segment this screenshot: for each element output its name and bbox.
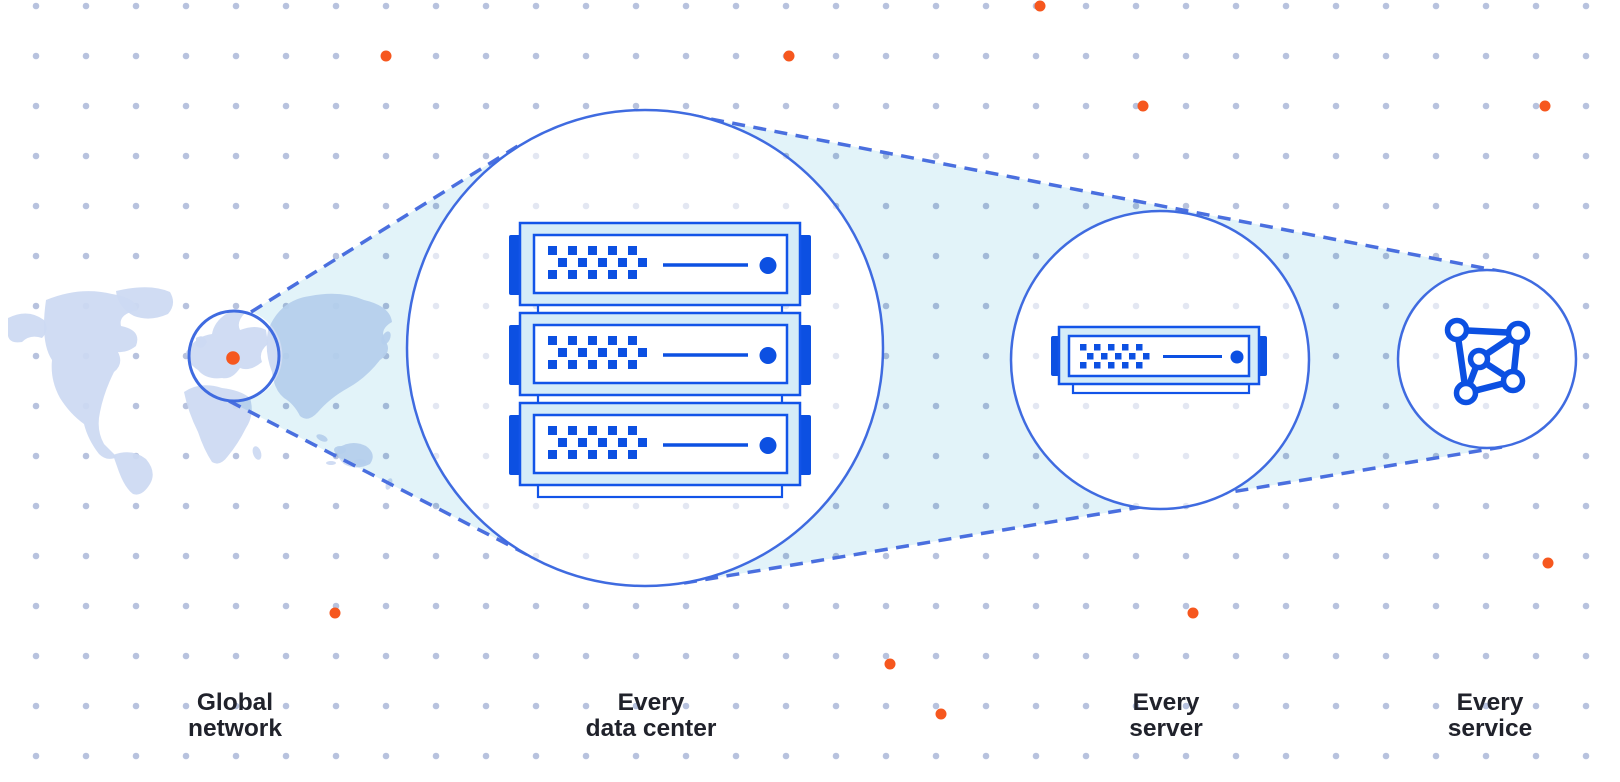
accent-dot [1034,0,1046,12]
label-server-line1: Every [1133,689,1200,716]
accent-dot [380,50,392,62]
accent-dot [1542,557,1554,569]
continent-alaska [8,313,47,343]
label-global-network-line1: Global [197,689,273,716]
continent-south-america [113,452,153,495]
dash-right-top [689,113,1505,274]
server-icon [1051,325,1267,395]
dash-right-bottom [683,445,1503,585]
label-data-center-line2: data center [586,715,717,742]
network-location-dot [226,351,240,365]
global-network-circle [187,309,281,403]
service-circle [1396,268,1578,450]
server-unit-2 [507,311,813,409]
continent-madagascar [252,446,262,460]
accent-dot [935,708,947,720]
server-circle [1009,209,1311,511]
accent-dot [1539,100,1551,112]
accent-dots [329,0,1554,720]
label-service-line2: service [1448,715,1532,742]
continent-north-america [44,291,138,459]
accent-dot [1187,607,1199,619]
dash-map-bottom [228,399,537,561]
accent-dot [884,658,896,670]
accent-dot [783,50,795,62]
network-graph-icon [1444,317,1531,406]
server-rack-icon [507,221,813,499]
dash-map-top [250,142,522,314]
label-server-line2: server [1129,715,1203,742]
island-java [326,461,336,465]
accent-dot [329,607,341,619]
label-data-center-line1: Every [618,689,685,716]
label-global-network-line2: network [188,715,282,742]
label-service-line1: Every [1457,689,1524,716]
stage-labels: Global network Every data center Every s… [188,689,1532,742]
drive-led-matrix-icon [1080,344,1150,369]
server-unit-3 [507,401,813,499]
accent-dot [1137,100,1149,112]
continent-europe [186,310,268,379]
server-unit-1 [507,221,813,319]
zoom-dash-lines [228,113,1505,585]
